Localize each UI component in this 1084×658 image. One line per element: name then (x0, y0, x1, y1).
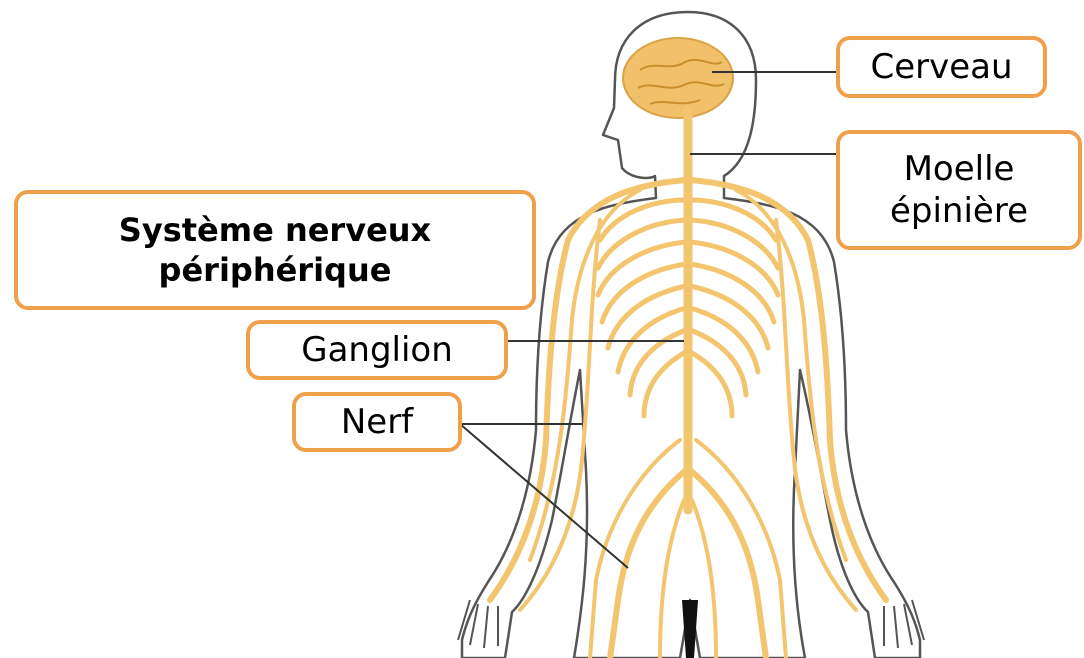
label-nerf-text: Nerf (341, 401, 413, 444)
label-nerf: Nerf (292, 392, 462, 452)
legs-gap (682, 600, 698, 658)
label-ganglion: Ganglion (246, 320, 508, 380)
label-moelle-epiniere: Moelle épinière (836, 130, 1082, 250)
label-moelle-line1: Moelle (904, 148, 1015, 191)
brain-icon (623, 38, 733, 118)
label-cerveau: Cerveau (836, 36, 1047, 98)
label-moelle-line2: épinière (890, 190, 1028, 233)
label-ganglion-text: Ganglion (301, 329, 453, 372)
label-cerveau-text: Cerveau (870, 46, 1012, 89)
label-systeme-nerveux-peripherique: Système nerveux périphérique (14, 190, 536, 310)
label-systeme-line1: Système nerveux (119, 210, 431, 250)
label-systeme-line2: périphérique (159, 250, 392, 290)
